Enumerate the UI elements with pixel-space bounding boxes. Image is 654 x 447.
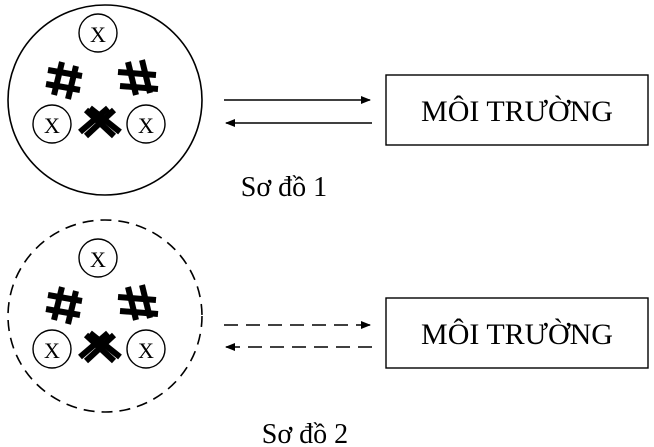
element-node-right-label: X: [138, 113, 154, 138]
environment-label-2: MÔI TRƯỜNG: [421, 318, 613, 351]
environment-box-2: [385, 297, 649, 369]
exchange-arrows-solid: [224, 96, 372, 127]
element-node-top: X: [78, 13, 118, 53]
diagram-1-caption: Sơ đồ 1: [241, 172, 327, 203]
environment-box-1: [385, 74, 649, 146]
element-node-right: X: [126, 104, 166, 144]
element-node-left-label: X: [44, 338, 60, 363]
exchange-arrows-dashed: [224, 321, 372, 351]
relation-link-right-top: [117, 59, 159, 96]
diagram-1: X X X: [7, 4, 649, 203]
diagram-2: X X X: [7, 219, 649, 447]
element-node-top: X: [78, 238, 118, 278]
system-boundary-dashed: [7, 219, 203, 413]
element-node-left: X: [32, 104, 72, 144]
element-node-top-label: X: [90, 247, 106, 272]
element-node-left-label: X: [44, 113, 60, 138]
element-node-right-label: X: [138, 338, 154, 363]
environment-label-1: MÔI TRƯỜNG: [421, 95, 613, 128]
relation-link-left-top: [45, 286, 83, 325]
diagram-2-caption: Sơ đồ 2: [262, 419, 348, 447]
element-node-left: X: [32, 329, 72, 369]
element-node-top-label: X: [90, 22, 106, 47]
relation-link-bottom: [78, 330, 122, 364]
element-node-right: X: [126, 329, 166, 369]
relation-link-right-top: [117, 284, 159, 321]
relation-link-bottom: [78, 105, 122, 139]
system-boundary-solid: [7, 4, 203, 196]
relation-link-left-top: [45, 61, 83, 100]
